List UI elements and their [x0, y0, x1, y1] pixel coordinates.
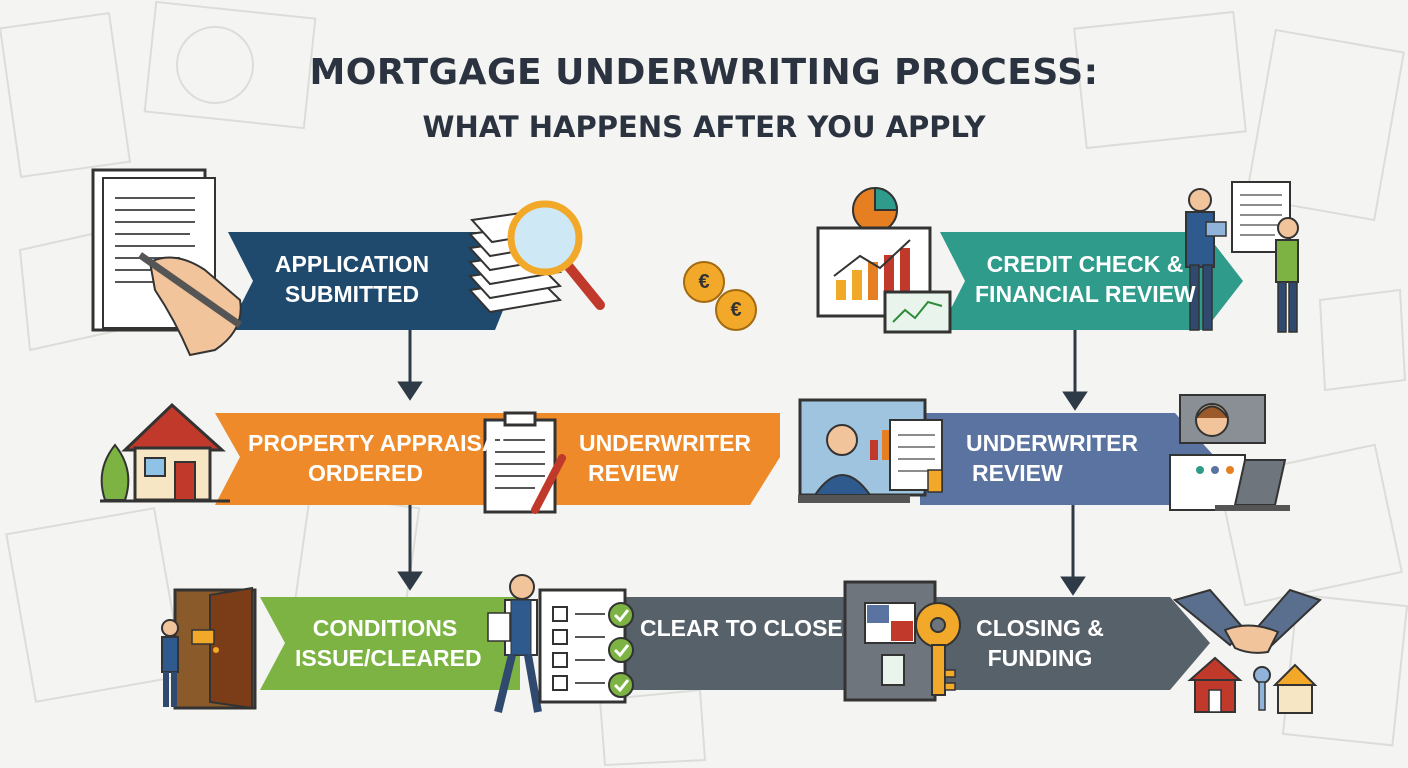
- step-underwriter-left-line1: UNDERWRITER: [578, 430, 752, 456]
- door-icon: [161, 586, 257, 710]
- euro-coin-symbol: €: [730, 299, 742, 321]
- closing-banner: [935, 597, 1210, 690]
- step-underwriter-right-line1: UNDERWRITER: [965, 430, 1139, 456]
- step-underwriter-right-line2: REVIEW: [972, 460, 1063, 486]
- step-application-line2: SUBMITTED: [284, 281, 420, 307]
- handshake-icon: [1172, 588, 1322, 714]
- presenter-icon: [1185, 181, 1299, 333]
- step-underwriter-left-line2: REVIEW: [588, 460, 679, 486]
- step-closing-line1: CLOSING &: [976, 615, 1104, 641]
- conditions-banner: [260, 597, 520, 690]
- magnifier-icon: [507, 200, 605, 310]
- clipboard-icon: [483, 411, 566, 514]
- step-appraisal-line2: ORDERED: [307, 460, 423, 486]
- step-conditions-line1: CONDITIONS: [312, 615, 458, 641]
- checklist-icon: [487, 574, 634, 713]
- house-icon: [100, 402, 230, 503]
- application-banner: [228, 232, 515, 330]
- key-icon: [843, 580, 961, 702]
- step-closing-line2: FUNDING: [987, 645, 1093, 671]
- video-call-icon: [798, 398, 943, 503]
- euro-coin-symbol: €: [698, 271, 710, 293]
- step-credit-line1: CREDIT CHECK &: [986, 251, 1184, 277]
- credit-banner: [940, 232, 1243, 330]
- euro-coins-icon: [683, 261, 757, 331]
- analytics-monitor-icon: [816, 186, 952, 334]
- laptop-user-icon: [1169, 394, 1290, 511]
- step-conditions-line2: ISSUE/CLEARED: [295, 645, 482, 671]
- document-signing-icon: [91, 168, 243, 357]
- step-application-line1: APPLICATION: [274, 251, 430, 277]
- step-appraisal-line1: PROPERTY APPRAISAL: [248, 430, 513, 456]
- step-clear-to-close: CLEAR TO CLOSE: [640, 615, 843, 641]
- page-subtitle: WHAT HAPPENS AFTER YOU APPLY: [422, 110, 986, 144]
- step-credit-line2: FINANCIAL REVIEW: [975, 281, 1196, 307]
- clear-banner: [625, 597, 845, 690]
- page-title: MORTGAGE UNDERWRITING PROCESS:: [309, 52, 1099, 93]
- underwriter-right-banner: [920, 413, 1215, 505]
